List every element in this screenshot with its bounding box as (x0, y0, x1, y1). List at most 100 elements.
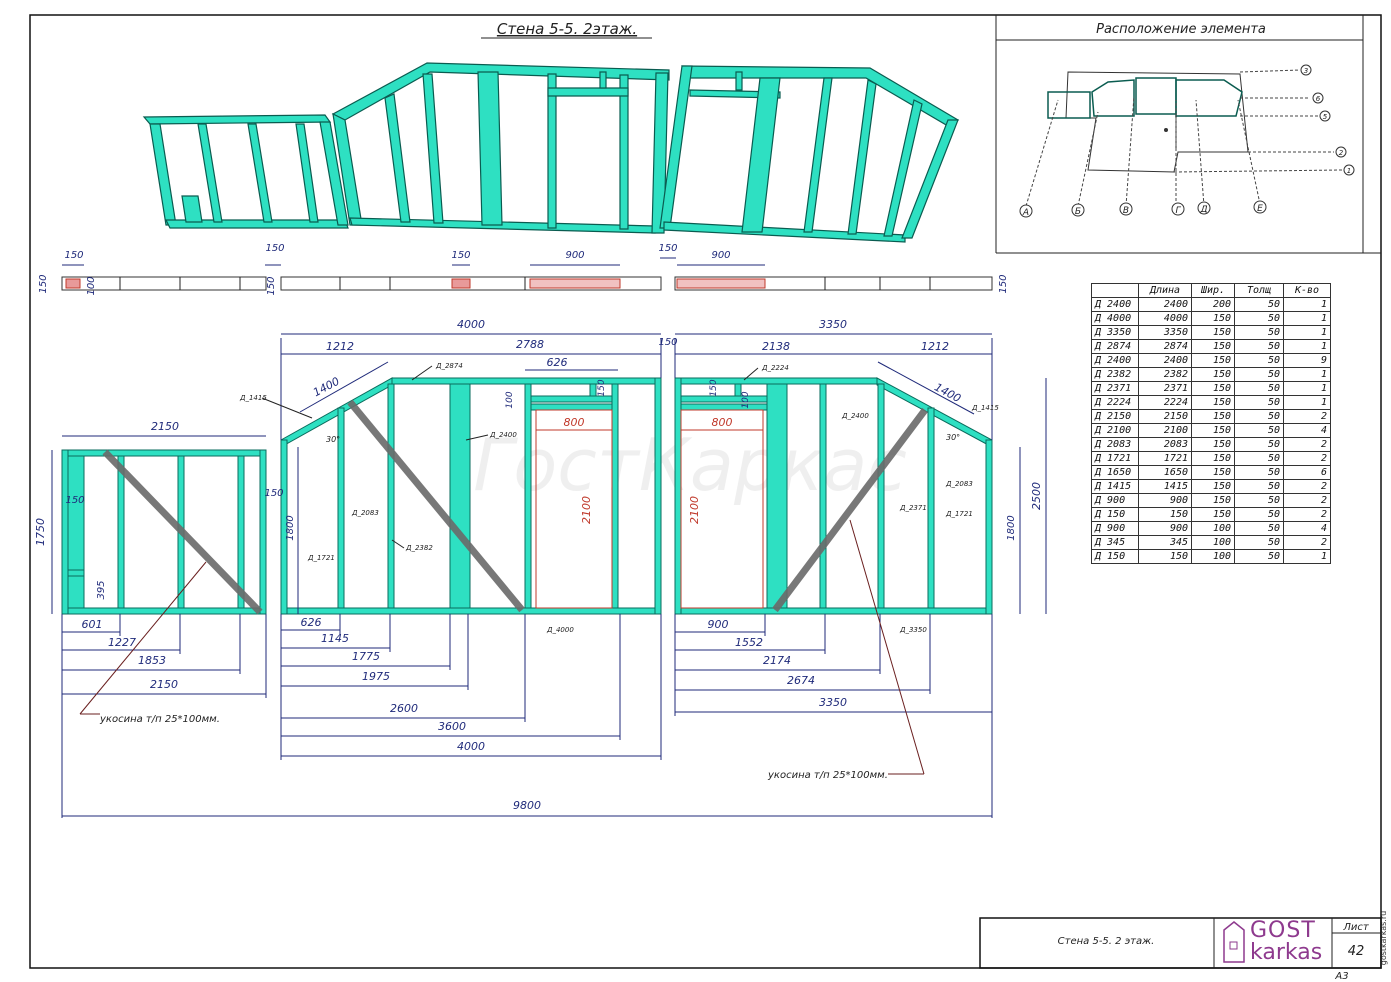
brace-note-right: укосина т/п 25*100мм. (767, 770, 888, 781)
axis-number-1: 1 (1347, 167, 1351, 175)
axis-number-6: 6 (1316, 95, 1321, 103)
dim-626-bottom: 626 (301, 616, 322, 629)
dim-2500: 2500 (1030, 482, 1043, 510)
bom-cell: 9 (1283, 353, 1331, 368)
bom-cell: 2382 (1138, 367, 1192, 382)
bom-col-thickness: Толщ (1234, 283, 1284, 298)
plan-strip (61, 276, 993, 291)
bom-cell: 2 (1283, 451, 1331, 466)
dim-150-right: 150 (709, 379, 719, 396)
bom-cell: 50 (1234, 339, 1284, 354)
bom-cell: Д 2874 (1091, 339, 1139, 354)
bom-cell: 50 (1234, 451, 1284, 466)
dim-1552: 1552 (735, 636, 763, 649)
bom-cell: 150 (1191, 437, 1235, 452)
angle-right: 30° (946, 433, 960, 442)
dim-3350-top: 3350 (819, 318, 847, 331)
bom-cell: 150 (1138, 549, 1192, 564)
logo-top: GOST (1250, 918, 1316, 943)
bom-cell: 1 (1283, 381, 1331, 396)
bom-cell: 150 (1191, 493, 1235, 508)
axis-letter-d: Д (1199, 205, 1207, 215)
axis-letter-b: Б (1075, 207, 1081, 217)
dim-1400-right: 1400 (932, 381, 963, 406)
bom-cell: Д 2382 (1091, 367, 1139, 382)
label-p1721b: Д_1721 (945, 510, 973, 518)
bottom-dimensions-right: 900 1552 2174 2674 3350 (674, 614, 993, 818)
bom-cell: 50 (1234, 507, 1284, 522)
bom-cell: 1 (1283, 395, 1331, 410)
bom-cell: 345 (1138, 535, 1192, 550)
bom-cell: 50 (1234, 437, 1284, 452)
dim-150-junction: 150 (264, 488, 283, 499)
bom-cell: 50 (1234, 521, 1284, 536)
gost-karkas-logo: GOST karkas (1218, 918, 1326, 966)
label-p2382: Д_2382 (405, 544, 433, 552)
bom-cell: 2 (1283, 493, 1331, 508)
dim-150-gap: 150 (658, 337, 677, 348)
bom-cell: 150 (1191, 507, 1235, 522)
bom-cell: 900 (1138, 521, 1192, 536)
bom-cell: 50 (1234, 409, 1284, 424)
bom-cell: 150 (1191, 451, 1235, 466)
bom-cell: 4 (1283, 521, 1331, 536)
dim-150-inner: 150 (65, 495, 84, 506)
bom-cell: 1 (1283, 367, 1331, 382)
bom-cell: 150 (1191, 339, 1235, 354)
sheet-label: Лист (1342, 922, 1370, 933)
dim-3350-bottom: 3350 (819, 696, 847, 709)
bom-cell: 6 (1283, 465, 1331, 480)
bom-cell: 50 (1234, 535, 1284, 550)
axis-number-3: 3 (1304, 67, 1308, 75)
dim-1800-left: 1800 (285, 515, 296, 540)
elevation-panel-2 (280, 377, 662, 615)
bom-cell: 2100 (1138, 423, 1192, 438)
bom-cell: 200 (1191, 297, 1235, 312)
dim-1212-left: 1212 (326, 340, 354, 353)
dim-9800: 9800 (513, 799, 541, 812)
bom-cell: 1 (1283, 311, 1331, 326)
3d-panel-1 (142, 114, 349, 229)
dim-1775: 1775 (352, 650, 380, 663)
bom-cell: 150 (1191, 409, 1235, 424)
axis-letter-g: Г (1175, 206, 1181, 216)
bom-cell: Д 150 (1091, 549, 1139, 564)
bom-cell: 2 (1283, 535, 1331, 550)
elevation-panel-3 (674, 377, 993, 615)
bottom-dimensions-left: 601 1227 1853 2150 (61, 614, 267, 818)
bom-cell: Д 2400 (1091, 297, 1139, 312)
dim-2788: 2788 (516, 338, 544, 351)
bom-cell: 4 (1283, 423, 1331, 438)
label-p2224: Д_2224 (761, 364, 789, 372)
bom-cell: 2083 (1138, 437, 1192, 452)
bom-cell: 50 (1234, 311, 1284, 326)
axis-letter-v: В (1123, 206, 1129, 216)
watermark: ГостКаркас (473, 423, 907, 507)
bom-cell: Д 1721 (1091, 451, 1139, 466)
elevation-panel-1 (61, 449, 267, 615)
strip-dim-9: 100 (86, 276, 97, 295)
dim-2174: 2174 (763, 654, 791, 667)
bottom-dimensions-middle: 626 1145 1775 1975 2600 3600 4000 (280, 614, 662, 760)
brace-notes: укосина т/п 25*100мм. укосина т/п 25*100… (79, 519, 925, 781)
bom-cell: 2 (1283, 479, 1331, 494)
bom-cell: Д 2371 (1091, 381, 1139, 396)
bom-cell: 2 (1283, 437, 1331, 452)
dim-1212-right: 1212 (921, 340, 949, 353)
bom-col-length: Длина (1138, 283, 1192, 298)
bom-cell: Д 3350 (1091, 325, 1139, 340)
bom-cell: 2150 (1138, 409, 1192, 424)
